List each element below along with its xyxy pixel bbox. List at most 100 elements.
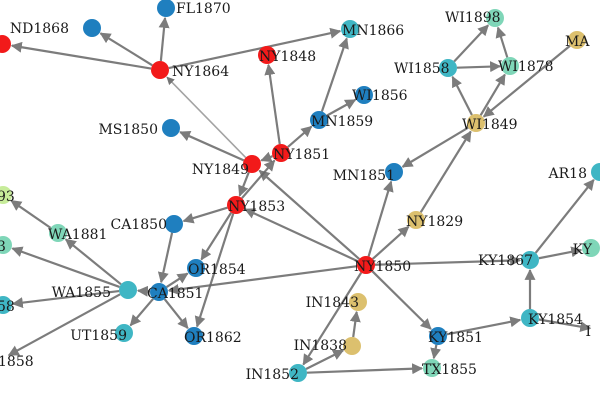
edge-ca1851-to-ut1859 (129, 298, 154, 327)
node-label-ca1851: CA1851 (147, 286, 203, 302)
node-fl1870[interactable] (157, 0, 175, 17)
edge-wa1855-to-n3 (11, 246, 120, 288)
node-ky[interactable] (582, 239, 600, 257)
node-label-ky1854: KY1854 (528, 312, 583, 328)
edge-wi1858-to-wi1898 (453, 24, 489, 63)
edge-ky1851-to-tx1855 (430, 344, 442, 360)
node-wi1878[interactable] (501, 57, 519, 75)
node-label-ma: MA (565, 34, 590, 50)
node-wi1858[interactable] (439, 59, 457, 77)
node-ny1848[interactable] (258, 46, 276, 64)
edge-ny1851-to-ny1848 (264, 63, 281, 145)
edge-ny1850-to-in1852 (302, 272, 363, 366)
edge-mn1859-to-wi1856 (326, 98, 357, 117)
edge-ny1829-to-wi1849 (419, 130, 472, 213)
node-wa1855[interactable] (119, 281, 137, 299)
node-n93[interactable] (0, 186, 12, 204)
node-label-ny1849: NY1849 (192, 162, 249, 178)
node-label-wa1855: WA1855 (52, 285, 111, 301)
node-label-ny1829: NY1829 (406, 214, 463, 230)
node-wa1881[interactable] (49, 224, 67, 242)
edge-ny1853-to-ca1850 (182, 206, 228, 224)
node-ca1850[interactable] (165, 215, 183, 233)
edge-ny1850-to-ny1829 (371, 225, 410, 260)
node-ky1851[interactable] (429, 327, 447, 345)
edge-ky1867-to-ar18 (534, 178, 595, 254)
node-ky1854[interactable] (521, 309, 539, 327)
node-label-ny1850: NY1850 (354, 259, 411, 275)
edge-wi1858-to-wi1878 (456, 61, 502, 73)
node-label-ny1851: NY1851 (273, 147, 330, 163)
node-ms1850[interactable] (162, 119, 180, 137)
node-ca1851[interactable] (150, 283, 168, 301)
node-label-n93: 93 (0, 189, 15, 205)
edge-ma-to-wi1849 (482, 44, 571, 118)
edge-ca1851-to-or1862 (163, 298, 189, 330)
node-n3[interactable] (0, 236, 12, 254)
node-or1862[interactable] (185, 327, 203, 345)
node-label-nd1868: ND1868 (10, 21, 69, 37)
node-ar18[interactable] (591, 163, 600, 181)
node-ny1851[interactable] (272, 144, 290, 162)
node-label-ar18: AR18 (548, 166, 587, 182)
node-mn1866[interactable] (341, 20, 359, 38)
node-label-fl1870: FL1870 (176, 1, 231, 17)
node-n873[interactable] (0, 35, 11, 53)
node-or1854[interactable] (187, 259, 205, 277)
node-label-tx1855: TX1855 (422, 362, 477, 378)
node-ut1859[interactable] (115, 324, 133, 342)
node-ny1864[interactable] (151, 61, 169, 79)
node-label-or1862: OR1862 (184, 330, 242, 346)
edge-ca1850-to-ca1851 (157, 232, 174, 284)
edge-wa1881-to-n93 (10, 199, 52, 229)
edge-in1838-to-in1843 (349, 310, 361, 338)
node-label-n58: 58 (0, 299, 15, 315)
edge-ky1854-to-ni (538, 318, 592, 333)
edge-wi1878-to-wi1898 (495, 26, 509, 58)
node-wi1898[interactable] (486, 9, 504, 27)
node-ny1829[interactable] (407, 211, 425, 229)
edge-ca1851-to-wa1855 (136, 285, 151, 297)
edge-ny1864-to-nd1868 (99, 32, 153, 67)
edge-ny1864-to-n873 (10, 41, 152, 70)
node-ma[interactable] (568, 31, 586, 49)
node-ny1850[interactable] (357, 256, 375, 274)
node-label-ny1853: NY1853 (228, 199, 285, 215)
node-ny1849[interactable] (243, 155, 261, 173)
node-label-wi1898: WI1898 (445, 10, 501, 26)
node-label-wi1856: WI1856 (352, 88, 408, 104)
edge-in1852-to-tx1855 (306, 363, 424, 375)
edge-ny1850-to-ky1867 (374, 255, 522, 267)
edge-layer (7, 16, 595, 375)
node-label-mn1851: MN1851 (333, 168, 395, 184)
edge-ny1864-to-mn1866 (168, 27, 342, 70)
node-label-mn1859: MN1859 (311, 114, 373, 130)
node-wi1856[interactable] (355, 86, 373, 104)
node-ky1867[interactable] (521, 251, 539, 269)
node-label-ny1864: NY1864 (172, 64, 229, 80)
edge-ny1850-to-ny1853 (244, 208, 359, 263)
node-mn1859[interactable] (310, 111, 328, 129)
node-in1843[interactable] (349, 293, 367, 311)
node-n58[interactable] (0, 296, 12, 314)
node-wi1849[interactable] (467, 114, 485, 132)
edge-ny1853-to-or1854 (200, 212, 233, 261)
node-label-ni: I (585, 324, 591, 340)
edge-ny1864-to-fl1870 (158, 16, 170, 62)
node-tx1855[interactable] (423, 359, 441, 377)
node-in1838[interactable] (343, 337, 361, 355)
edge-ny1850-to-ca1851 (167, 265, 358, 295)
node-label-wa1881: WA1881 (48, 227, 107, 243)
node-label-ky1851: KY1851 (428, 330, 483, 346)
node-label-ky: KY (573, 242, 593, 258)
node-label-ca1850: CA1850 (111, 217, 167, 233)
node-mn1851[interactable] (385, 163, 403, 181)
node-nd1868[interactable] (83, 19, 101, 37)
node-ny1853[interactable] (227, 196, 245, 214)
node-label-in1843: IN1843 (306, 295, 359, 311)
edge-mn1859-to-mn1866 (320, 37, 349, 112)
node-in1852[interactable] (289, 364, 307, 382)
edge-ny1849-to-ny1853 (238, 171, 250, 197)
